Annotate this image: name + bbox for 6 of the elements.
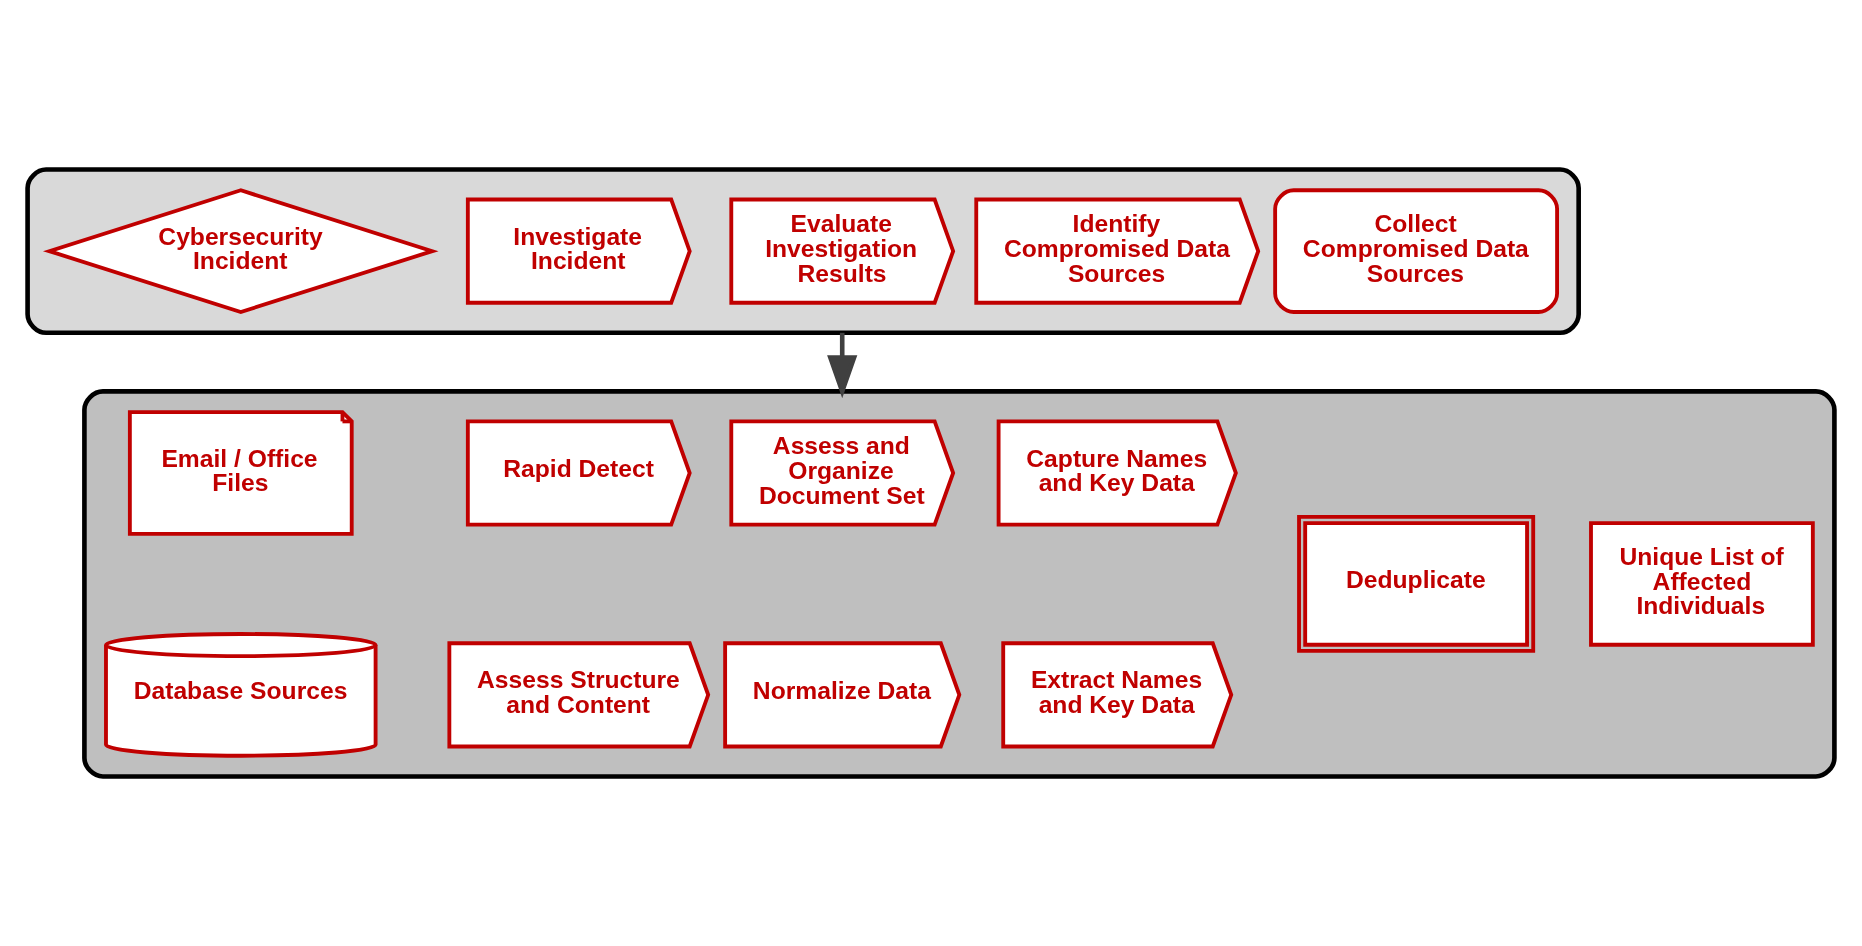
node-box: Unique List of Affected Individuals — [1589, 521, 1815, 647]
cluster — [82, 389, 1837, 779]
cluster — [25, 167, 1581, 336]
node-box: Deduplicate — [1297, 515, 1536, 653]
node-diamond: Cybersecurity Incident — [43, 188, 439, 314]
node-box: Collect Compromised Data Sources — [1273, 188, 1559, 314]
